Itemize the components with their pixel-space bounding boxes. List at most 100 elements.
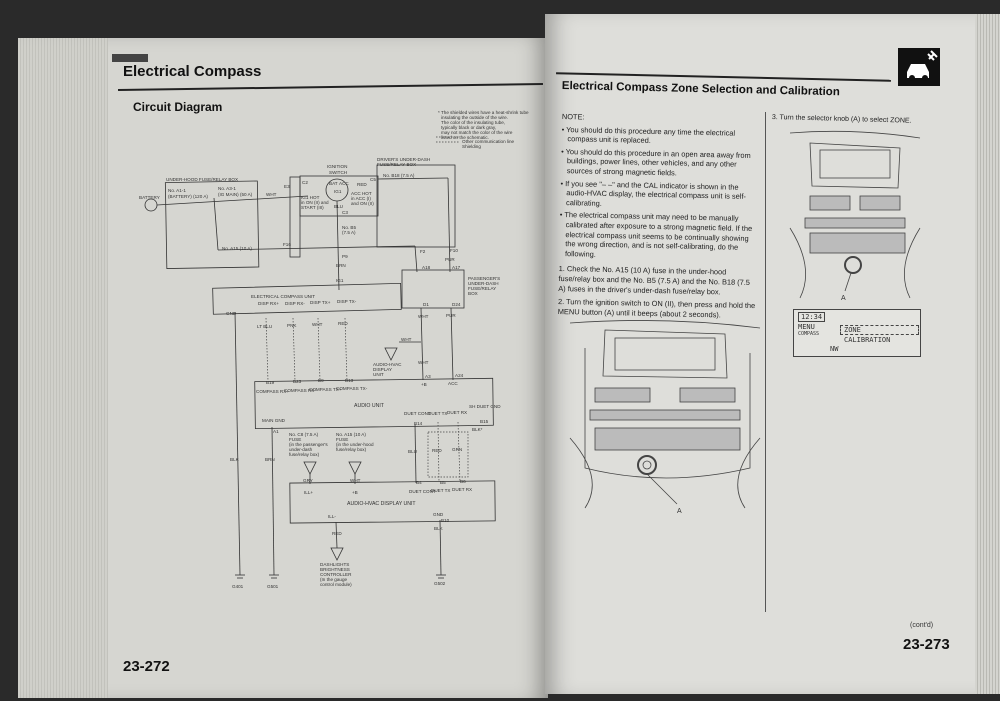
legend-line: Shielding [462, 144, 481, 149]
diagram-label: BAT [329, 181, 338, 186]
diagram-label: in ACC (I) [351, 196, 371, 201]
diagram-label: ACC HOT [351, 191, 372, 196]
diagram-label: WHT [418, 314, 429, 319]
legend-line: listed on the schematic. [441, 135, 489, 140]
diagram-label: No. A15 (10 A) [222, 246, 252, 251]
audio-hvac-display: 12:34 MENU COMPASS ZONE CALIBRATION NW [793, 309, 921, 357]
diagram-label: BOX [468, 291, 478, 296]
page-edges-right [975, 14, 1000, 694]
diagram-label: D24 [452, 302, 461, 307]
diagram-label: No. A3-1 [218, 186, 236, 191]
diagram-label: DUET RX [447, 410, 467, 415]
diagram-label: BLU [408, 449, 417, 454]
audio-unit-label: AUDIO UNIT [354, 403, 385, 409]
legend-line: typically black or dark gray, [441, 125, 496, 130]
legend-line: The color of the insulating tube, [441, 120, 505, 125]
note-item: • You should do this procedure in an ope… [561, 146, 751, 178]
diagram-label: IG1 HOT [301, 195, 320, 200]
diagram-label: ILL- [328, 514, 336, 519]
diagram-label: P9 [342, 254, 348, 259]
diagram-label: B9 [318, 378, 324, 383]
diagram-label: F2 [420, 249, 426, 254]
diagram-label: COMPASS TX+ [309, 387, 342, 392]
diagram-label: B5 [440, 480, 446, 485]
diagram-label: C5 [370, 177, 376, 182]
diagram-label: A1 [273, 429, 279, 434]
display-zone: ZONE [840, 325, 919, 335]
diagram-label: DUET CONT [409, 489, 436, 494]
diagram-label: RED [357, 182, 367, 187]
diagram-label: GND [226, 311, 237, 316]
diagram-label: WHT [350, 478, 361, 483]
diagram-label: B14 [414, 421, 423, 426]
page-number-left: 23-272 [123, 658, 170, 675]
diagram-label: (in the under-hood [336, 442, 374, 447]
dashboard-figure-2: A [789, 130, 921, 302]
diagram-label: DUET TX [428, 411, 448, 416]
diagram-label: BLK [230, 457, 240, 462]
diagram-label: ELECTRICAL COMPASS UNIT [251, 294, 315, 299]
diagram-label: IGNITION [327, 164, 347, 169]
diagram-label: RED [432, 448, 442, 453]
header-tab [112, 54, 148, 62]
diagram-label: No. C8 (7.5 A) [289, 432, 319, 437]
diagram-label: BRN [336, 263, 346, 268]
diagram-label: (7.5 A) [342, 230, 356, 235]
diagram-label: No. A1-1 [168, 188, 186, 193]
diagram-label: WHT [312, 322, 323, 327]
diagram-label: FUSE/RELAY BOX [377, 162, 416, 167]
diagram-label: B23 [293, 379, 302, 384]
diagram-label: G401 [232, 584, 244, 589]
diagram-label: control module) [320, 582, 352, 587]
car-satellite-icon [898, 48, 940, 86]
note-item: • If you see "– –" and the CAL indicator… [560, 178, 747, 208]
page-number-right: 23-273 [903, 636, 950, 653]
diagram-label: (BATTERY) (120 A) [168, 194, 208, 199]
diagram-label: MAIN GND [262, 418, 286, 423]
diagram-label: COMPASS RX- [284, 388, 316, 393]
diagram-label: START (III) [301, 205, 324, 210]
diagram-label: in ON (II) and [301, 200, 329, 205]
dashboard-figure: A [569, 320, 761, 515]
diagram-label: B13 [345, 378, 354, 383]
diagram-label: UNIT [373, 372, 384, 377]
diagram-label: DUET TX [431, 488, 451, 493]
diagram-label: GND [433, 512, 444, 517]
note-item: • The electrical compass unit may need t… [559, 210, 753, 259]
diagram-label: BLK [434, 526, 444, 531]
diagram-label: and ON (II) [351, 201, 374, 206]
diagram-label: LT BLU [257, 324, 272, 329]
legend-line: may not match the color of the wire [441, 130, 513, 135]
diagram-label: GRN [452, 447, 462, 452]
diagram-label: FUSE/RELAY [468, 286, 496, 291]
column-divider [765, 112, 766, 612]
diagram-label: BATTERY [139, 195, 160, 200]
procedure-text: NOTE: • You should do this procedure any… [558, 112, 762, 323]
diagram-label: G501 [267, 584, 279, 589]
diagram-label: No. B18 (7.5 A) [383, 173, 415, 178]
display-direction: NW [830, 345, 839, 353]
diagram-label: B19 [266, 380, 275, 385]
diagram-label: GRY [303, 478, 313, 483]
page-title: Electrical Compass [123, 63, 262, 80]
display-compass: COMPASS [798, 331, 820, 337]
diagram-label: COMPASS RX+ [256, 389, 289, 394]
continued-label: (cont'd) [910, 622, 934, 629]
diagram-label: PASSENGER'S [468, 276, 500, 281]
display-unit-label: AUDIO-HVAC DISPLAY UNIT [347, 501, 416, 507]
diagram-label: ACC [339, 181, 349, 186]
diagram-label: +B [352, 490, 358, 495]
diagram-label: (IG MAIN) (50 A) [218, 192, 253, 197]
diagram-label: UNDER-HOOD FUSE/RELAY BOX [166, 177, 238, 182]
diagram-label: A24 [455, 373, 464, 378]
diagram-label: DUET CONT [404, 411, 431, 416]
diagram-label: CONTROLLER [320, 572, 352, 577]
diagram-label: UNDER-DASH [468, 281, 499, 286]
diagram-label: SH DUET GND [469, 404, 501, 409]
diagram-label: ACC [448, 381, 458, 386]
diagram-label: D1 [423, 302, 429, 307]
diagram-label: RED [332, 531, 342, 536]
diagram-label: AUDIO-HVAC [373, 362, 402, 367]
diagram-label: (In the gauge [320, 577, 348, 582]
diagram-label: A3 [425, 374, 431, 379]
